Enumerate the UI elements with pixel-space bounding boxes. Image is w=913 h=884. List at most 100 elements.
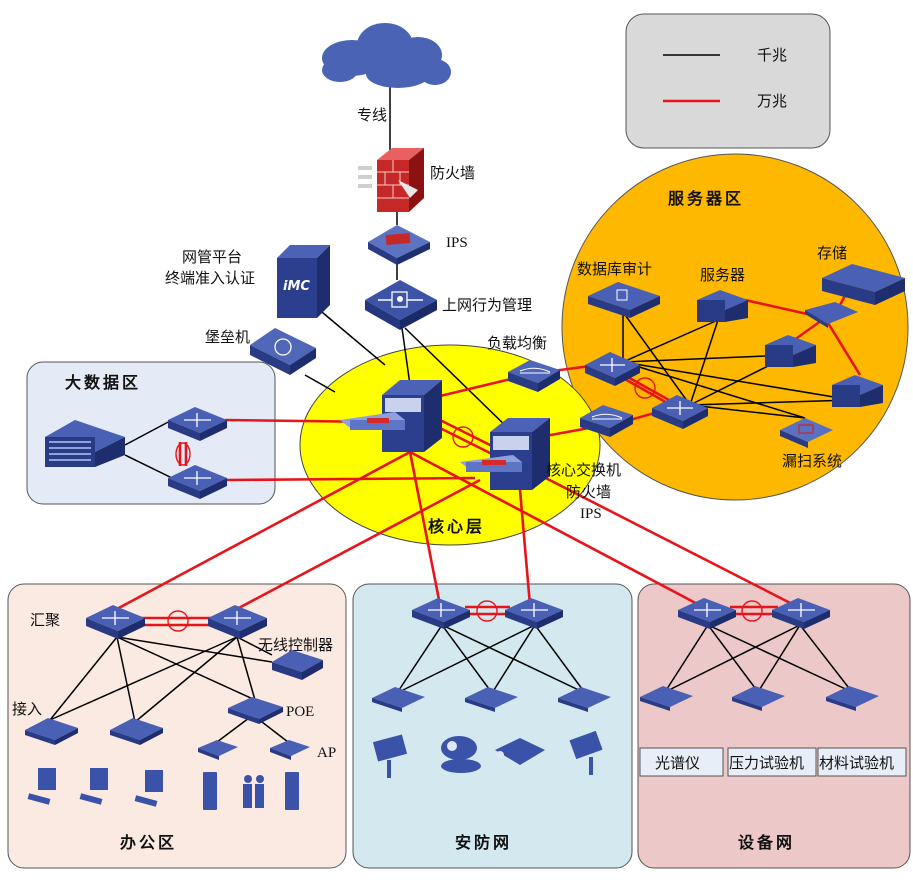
lag-ring-icon <box>741 600 763 622</box>
server-icon <box>765 335 816 367</box>
storage-label: 存储 <box>817 244 847 262</box>
bastion-host-icon <box>250 328 316 375</box>
poe-switch-icon <box>228 697 283 724</box>
mesh-line <box>689 404 806 419</box>
firewall-icon <box>358 148 424 212</box>
server-zone-title: 服务器区 <box>668 189 744 208</box>
link-fc-server <box>823 317 862 376</box>
access-point-icon <box>270 740 310 760</box>
ips-label: IPS <box>446 235 468 251</box>
link-storage-agg1 <box>124 419 173 446</box>
security-agg-switch-1-icon <box>412 598 470 629</box>
gigabit-links <box>49 70 853 743</box>
equipment-access-switch-icon <box>640 686 693 711</box>
mesh-line <box>116 636 256 701</box>
link-core-office <box>234 478 481 612</box>
load-balancer-2-icon <box>580 405 633 437</box>
link-core-lb <box>439 376 516 398</box>
mesh-line <box>622 319 719 363</box>
bastion-label: 堡垒机 <box>205 328 250 346</box>
mesh-line <box>116 636 136 723</box>
nms-label-line2: 终端准入认证 <box>165 269 255 287</box>
bigdata-zone-title: 大数据区 <box>65 373 141 392</box>
mesh-line <box>396 624 536 694</box>
link-core-equipment <box>409 450 706 610</box>
bullet-camera-icon <box>569 730 603 775</box>
vuln-scan-label: 漏扫系统 <box>782 452 842 470</box>
device-box-pressure-tester <box>727 747 817 777</box>
bigdata-switch-1-icon <box>168 407 227 441</box>
security-agg-switch-2-icon <box>505 598 563 629</box>
office-agg-switch-1-icon <box>86 605 145 639</box>
imc-server-icon <box>277 245 330 318</box>
lag-ring-icon <box>167 610 189 632</box>
equipment-agg-switch-1-icon <box>678 598 736 629</box>
ips-icon <box>368 225 430 265</box>
mesh-line <box>757 624 801 693</box>
server-zone-switch-1-icon <box>585 352 640 386</box>
desktop-pc-icon <box>79 768 108 805</box>
core-switch-1-icon <box>340 380 442 452</box>
security-access-switch-icon <box>558 687 611 712</box>
device-label: 压力试验机 <box>729 754 804 772</box>
access-switch-icon <box>25 718 78 745</box>
lag-ring-icon <box>452 426 474 448</box>
servers-label: 服务器 <box>700 266 745 284</box>
db-audit-icon <box>588 282 660 318</box>
device-box-spectrometer <box>639 747 724 777</box>
mesh-line <box>396 624 443 694</box>
link-storage-agg2 <box>124 454 173 479</box>
link-bigdata-core <box>224 476 476 482</box>
link-bastion-core <box>304 374 336 393</box>
tablet-icon <box>203 772 217 810</box>
nms-label-line1: 网管平台 <box>182 248 242 266</box>
device-label: 光谱仪 <box>655 754 700 772</box>
device-box-material-tester <box>817 747 907 777</box>
dome-camera-icon <box>441 736 481 773</box>
mesh-line <box>134 636 238 723</box>
security-zone-box <box>352 583 633 869</box>
mesh-line <box>689 319 719 406</box>
mesh-line <box>622 361 853 401</box>
mesh-line <box>707 624 853 693</box>
link-behavior-core2 <box>404 327 511 431</box>
leased-line-label: 专线 <box>357 106 387 124</box>
internet-cloud-icon <box>322 23 451 88</box>
fc-switch-icon <box>805 302 858 328</box>
equipment-zone-title: 设备网 <box>738 833 795 852</box>
legend: 千兆 万兆 <box>663 46 787 110</box>
mesh-line <box>622 354 791 363</box>
office-endpoints <box>27 768 299 810</box>
equipment-access-switch-icon <box>732 686 785 711</box>
office-agg-switch-2-icon <box>208 605 267 639</box>
mesh-line <box>49 636 118 721</box>
mesh-line <box>664 624 801 693</box>
box-camera-icon <box>495 738 545 765</box>
server-icon <box>697 290 748 322</box>
mesh-line <box>664 624 709 693</box>
legend-10g-label: 万兆 <box>757 92 787 110</box>
wireless-controller-icon <box>272 650 323 680</box>
core-device-label-3: IPS <box>580 506 602 522</box>
office-zone-title: 办公区 <box>120 833 177 852</box>
behavior-management-label: 上网行为管理 <box>442 296 532 314</box>
mesh-line <box>236 636 273 656</box>
bigdata-zone-box <box>26 361 276 505</box>
aggregation-label: 汇聚 <box>30 611 60 629</box>
links <box>49 70 862 743</box>
link-aggregation-rings <box>167 377 763 632</box>
mesh-line <box>49 636 238 721</box>
mesh-line <box>622 311 691 406</box>
equipment-agg-switch-2-icon <box>772 598 830 629</box>
security-access-switch-icon <box>372 687 425 712</box>
equipment-device-boxes: 光谱仪 压力试验机 材料试验机 <box>639 747 907 777</box>
security-zone-title: 安防网 <box>455 833 512 852</box>
mesh-line <box>622 361 806 419</box>
equipment-zone-box <box>637 583 911 869</box>
desktop-pc-icon <box>27 768 56 805</box>
core-zone-title: 核心层 <box>428 517 485 536</box>
mesh-line <box>491 624 536 694</box>
mesh-line <box>236 636 256 701</box>
security-access-switch-icon <box>465 687 518 712</box>
bigdata-storage-icon <box>45 420 125 467</box>
